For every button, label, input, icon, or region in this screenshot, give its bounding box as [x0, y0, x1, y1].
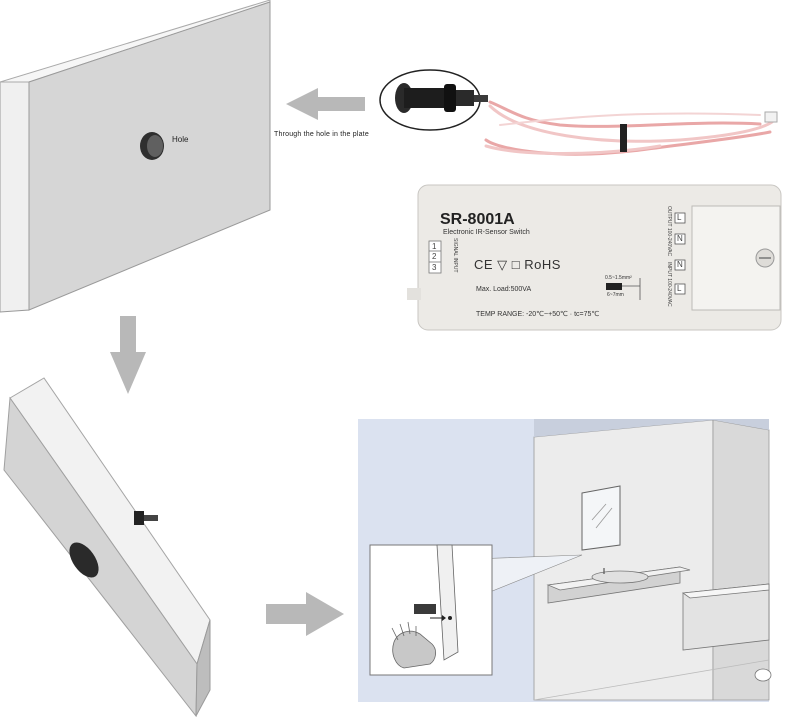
wire-spec: 0.5~1.5mm² — [605, 275, 632, 281]
arrow-left-icon — [286, 88, 365, 120]
arrow-right-icon — [266, 592, 344, 636]
terminal-letter: L — [677, 284, 682, 293]
through-hole-caption: Through the hole in the plate — [274, 131, 369, 138]
bathroom-scene — [358, 419, 772, 702]
output-label: OUTPUT 100-240VAC — [666, 206, 672, 257]
strip-length: 6~7mm — [607, 292, 624, 298]
panel-with-hole — [0, 0, 271, 313]
terminal-number: 2 — [432, 252, 437, 261]
hole-icon — [69, 542, 99, 578]
arrow-down-icon — [110, 316, 146, 394]
mirror-icon — [581, 485, 621, 551]
panel-with-sensor — [3, 377, 211, 717]
device-max-load: Max. Load:500VA — [476, 286, 532, 293]
hole-label: Hole — [172, 135, 189, 144]
device-temp-range: TEMP RANGE: -20℃~+50℃ · tc=75℃ — [476, 311, 600, 318]
input-label: INPUT 100-240VAC — [666, 262, 672, 307]
signal-input-label: SIGNAL INPUT — [452, 238, 458, 273]
terminal-number: 3 — [432, 263, 437, 272]
hand-icon — [392, 630, 436, 669]
device-model: SR-8001A — [440, 211, 515, 228]
terminal-letter: L — [677, 213, 682, 222]
ir-sensor-icon — [379, 69, 488, 131]
sensor-cable — [484, 100, 778, 156]
device-certifications: CE ▽ □ RoHS — [474, 257, 561, 272]
device-description: Electronic IR-Sensor Switch — [443, 229, 530, 236]
terminal-letter: N — [677, 234, 683, 243]
terminal-number: 1 — [432, 242, 437, 251]
terminal-letter: N — [677, 260, 683, 269]
controller-box — [407, 184, 782, 331]
